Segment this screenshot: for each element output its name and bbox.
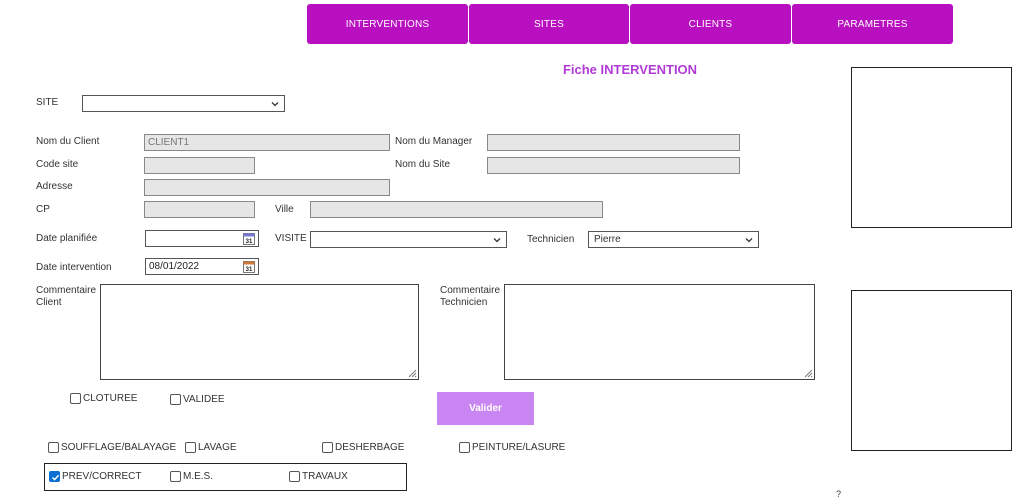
- checkbox-label: LAVAGE: [198, 442, 237, 453]
- nom-site-field[interactable]: [487, 157, 740, 174]
- checkbox-label: DESHERBAGE: [335, 442, 405, 453]
- help-mark: ?: [836, 489, 842, 499]
- tab-interventions[interactable]: INTERVENTIONS: [307, 4, 468, 44]
- checkbox-soufflage-balayage[interactable]: SOUFFLAGE/BALAYAGE: [48, 442, 176, 453]
- checkbox-box[interactable]: [459, 442, 470, 453]
- manager-label: Nom du Manager: [395, 136, 473, 147]
- tab-sites[interactable]: SITES: [469, 4, 629, 44]
- checkbox-box[interactable]: [289, 471, 300, 482]
- checkbox-validee[interactable]: VALIDEE: [170, 394, 225, 405]
- checkbox-travaux[interactable]: TRAVAUX: [289, 471, 348, 482]
- image-placeholder-bottom: [851, 290, 1012, 451]
- checkbox-peinture-lasure[interactable]: PEINTURE/LASURE: [459, 442, 565, 453]
- cp-label: CP: [36, 204, 50, 215]
- date-intervention-label: Date intervention: [36, 262, 112, 273]
- chevron-down-icon: [271, 102, 279, 107]
- resize-grip-icon[interactable]: [407, 368, 417, 378]
- checkbox-box[interactable]: [170, 394, 181, 405]
- nom-site-label: Nom du Site: [395, 159, 451, 170]
- page-title: Fiche INTERVENTION: [562, 62, 698, 77]
- date-planifiee-label: Date planifiée: [36, 233, 98, 244]
- date-intervention-input[interactable]: 08/01/2022 31: [145, 258, 259, 275]
- chevron-down-icon: [745, 238, 753, 243]
- check-icon: [51, 474, 60, 481]
- adresse-label: Adresse: [36, 181, 73, 192]
- checkbox-label: CLOTUREE: [83, 393, 138, 404]
- technicien-label: Technicien: [527, 234, 575, 245]
- resize-grip-icon[interactable]: [803, 368, 813, 378]
- calendar-day: 31: [246, 239, 253, 245]
- type-group-box: [44, 463, 407, 491]
- client-label: Nom du Client: [36, 136, 100, 147]
- checkbox-cloturee[interactable]: CLOTUREE: [70, 393, 137, 404]
- calendar-icon[interactable]: 31: [243, 260, 255, 273]
- checkbox-prev-correct[interactable]: PREV/CORRECT: [49, 471, 141, 482]
- date-planifiee-input[interactable]: 31: [145, 230, 259, 247]
- technicien-select-value: Pierre: [594, 234, 621, 245]
- checkbox-label: SOUFFLAGE/BALAYAGE: [61, 442, 177, 453]
- code-site-field[interactable]: [144, 157, 255, 174]
- visite-label: VISITE: [275, 233, 307, 244]
- checkbox-box[interactable]: [48, 442, 59, 453]
- checkbox-box[interactable]: [49, 471, 60, 482]
- ville-label: Ville: [275, 204, 294, 215]
- checkbox-box[interactable]: [322, 442, 333, 453]
- checkbox-label: TRAVAUX: [302, 471, 348, 482]
- checkbox-lavage[interactable]: LAVAGE: [185, 442, 237, 453]
- code-site-label: Code site: [36, 159, 79, 170]
- manager-field[interactable]: [487, 134, 740, 151]
- site-select[interactable]: [82, 95, 285, 112]
- checkbox-desherbage[interactable]: DESHERBAGE: [322, 442, 404, 453]
- commentaire-client-label-2: Client: [36, 297, 62, 308]
- checkbox-box[interactable]: [70, 393, 81, 404]
- calendar-icon[interactable]: 31: [243, 232, 255, 245]
- checkbox-label: PEINTURE/LASURE: [472, 442, 566, 453]
- valider-button[interactable]: Valider: [437, 392, 534, 425]
- commentaire-tech-label-2: Technicien: [440, 297, 488, 308]
- technicien-select[interactable]: Pierre: [588, 231, 759, 248]
- adresse-field[interactable]: [144, 179, 390, 196]
- commentaire-tech-label-1: Commentaire: [440, 285, 501, 296]
- client-field[interactable]: [144, 134, 390, 151]
- commentaire-technicien-textarea[interactable]: [504, 284, 815, 380]
- checkbox-label: PREV/CORRECT: [62, 471, 142, 482]
- tab-clients[interactable]: CLIENTS: [630, 4, 791, 44]
- image-placeholder-top: [851, 67, 1012, 228]
- checkbox-label: M.E.S.: [183, 471, 214, 482]
- visite-select[interactable]: [310, 231, 507, 248]
- calendar-day: 31: [246, 267, 253, 273]
- chevron-down-icon: [493, 238, 501, 243]
- checkbox-box[interactable]: [185, 442, 196, 453]
- date-intervention-value: 08/01/2022: [149, 261, 200, 272]
- checkbox-box[interactable]: [170, 471, 181, 482]
- checkbox-label: VALIDEE: [183, 394, 225, 405]
- site-label: SITE: [36, 97, 59, 108]
- checkbox-mes[interactable]: M.E.S.: [170, 471, 213, 482]
- tab-parametres[interactable]: PARAMETRES: [792, 4, 953, 44]
- commentaire-client-textarea[interactable]: [100, 284, 419, 380]
- cp-field[interactable]: [144, 201, 255, 218]
- ville-field[interactable]: [310, 201, 603, 218]
- commentaire-client-label-1: Commentaire: [36, 285, 97, 296]
